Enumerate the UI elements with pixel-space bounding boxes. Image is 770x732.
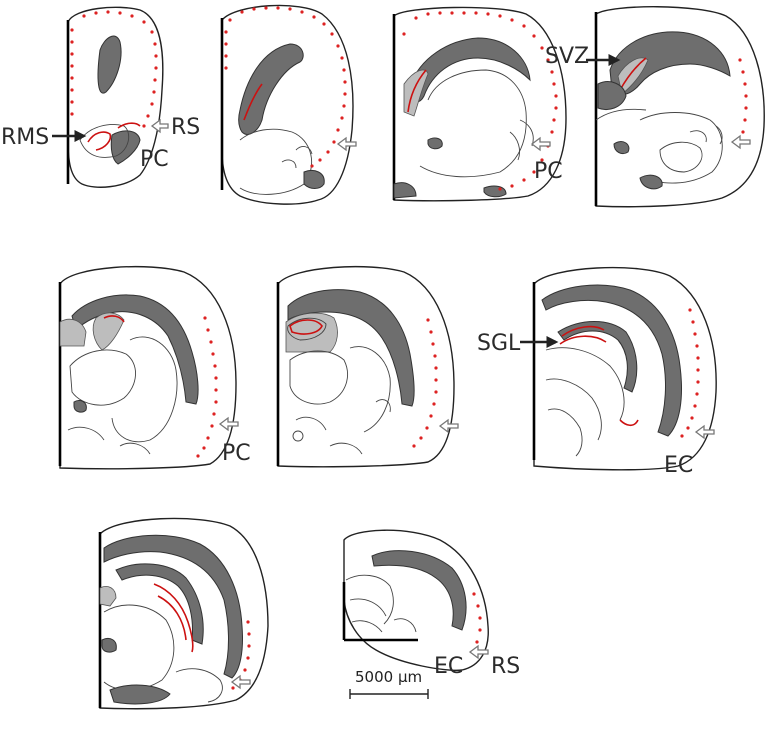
label-pc-3: PC bbox=[534, 159, 563, 184]
label-rs-1: RS bbox=[171, 115, 200, 140]
open-arrow-7 bbox=[694, 424, 715, 440]
white-matter-9 bbox=[371, 550, 467, 631]
label-rs-9: RS bbox=[491, 654, 520, 679]
white-matter-6 bbox=[287, 289, 415, 407]
label-pc-1: PC bbox=[140, 147, 169, 172]
white-matter-3 bbox=[409, 37, 531, 103]
label-ec-7: EC bbox=[664, 453, 693, 478]
open-arrow-5 bbox=[218, 416, 239, 432]
white-matter-7 bbox=[541, 284, 682, 437]
section-5: PC bbox=[58, 265, 251, 470]
cell-dots-6 bbox=[412, 318, 438, 448]
cell-dots-3 bbox=[402, 11, 558, 191]
open-arrow-6 bbox=[438, 418, 459, 434]
label-pc-5: PC bbox=[222, 441, 251, 466]
cell-dots-1 bbox=[70, 10, 158, 128]
open-arrow-4 bbox=[730, 134, 751, 150]
white-matter-5 bbox=[71, 294, 199, 405]
ventricle-shape-1 bbox=[97, 35, 122, 94]
scale-bar: 5000 μm bbox=[349, 668, 429, 699]
label-sgl: SGL bbox=[477, 331, 521, 356]
cell-dots-5 bbox=[196, 316, 218, 458]
section-3: PC bbox=[392, 6, 567, 202]
label-svz: SVZ bbox=[545, 44, 589, 69]
label-ec-9: EC bbox=[434, 654, 463, 679]
cell-dots-4 bbox=[738, 58, 748, 134]
section-1: RMS RS PC bbox=[1, 6, 200, 188]
open-arrow-rs-1 bbox=[150, 118, 169, 134]
scale-bar-label: 5000 μm bbox=[355, 668, 422, 686]
cell-dots-7 bbox=[680, 308, 700, 438]
label-rms: RMS bbox=[1, 125, 49, 150]
white-matter-2 bbox=[238, 43, 304, 135]
open-arrow-8 bbox=[230, 674, 251, 690]
section-4: SVZ bbox=[545, 6, 765, 208]
cell-dots-2 bbox=[224, 6, 347, 168]
white-matter-8 bbox=[103, 534, 243, 679]
section-9: EC RS bbox=[342, 529, 520, 679]
open-arrow-2 bbox=[336, 136, 357, 152]
open-arrow-3 bbox=[530, 136, 551, 152]
section-6 bbox=[276, 265, 459, 468]
section-2 bbox=[220, 4, 357, 205]
white-matter-4 bbox=[609, 31, 731, 96]
section-7: SGL EC bbox=[477, 266, 717, 478]
section-8 bbox=[98, 517, 269, 710]
open-arrow-9 bbox=[468, 644, 489, 660]
